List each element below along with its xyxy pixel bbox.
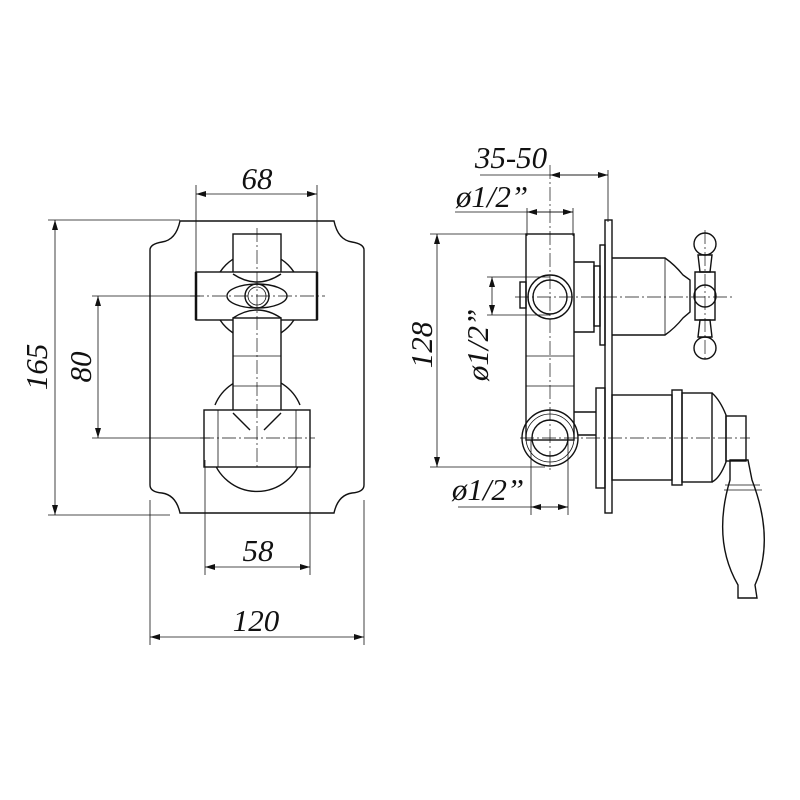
dim-120: 120: [233, 603, 280, 638]
dim-bottom-outlet: ø1/2”: [451, 472, 524, 507]
lever-handle-icon: [722, 459, 765, 599]
valve-body: [190, 228, 325, 493]
dim-35-50: 35-50: [474, 140, 548, 175]
bottom-cartridge: [595, 387, 765, 599]
dim-side-inlet: ø1/2”: [460, 309, 495, 382]
dim-128: 128: [404, 321, 439, 368]
dim-68: 68: [242, 161, 274, 196]
dim-58: 58: [243, 533, 275, 568]
side-view: 35-50 ø1/2” 128 ø1/2” ø1/2”: [404, 140, 765, 599]
top-cartridge: [599, 230, 717, 360]
front-dimensions: 68 165 80 58 120: [19, 161, 365, 645]
dim-top-outlet: ø1/2”: [455, 179, 528, 214]
front-view: 68 165 80 58 120: [19, 161, 365, 645]
wall-plate: [604, 219, 613, 514]
cover-plate: [149, 220, 365, 514]
dim-80: 80: [63, 351, 98, 383]
dim-165: 165: [19, 344, 54, 391]
side-dimensions: 35-50 ø1/2” 128 ø1/2” ø1/2”: [404, 140, 609, 515]
